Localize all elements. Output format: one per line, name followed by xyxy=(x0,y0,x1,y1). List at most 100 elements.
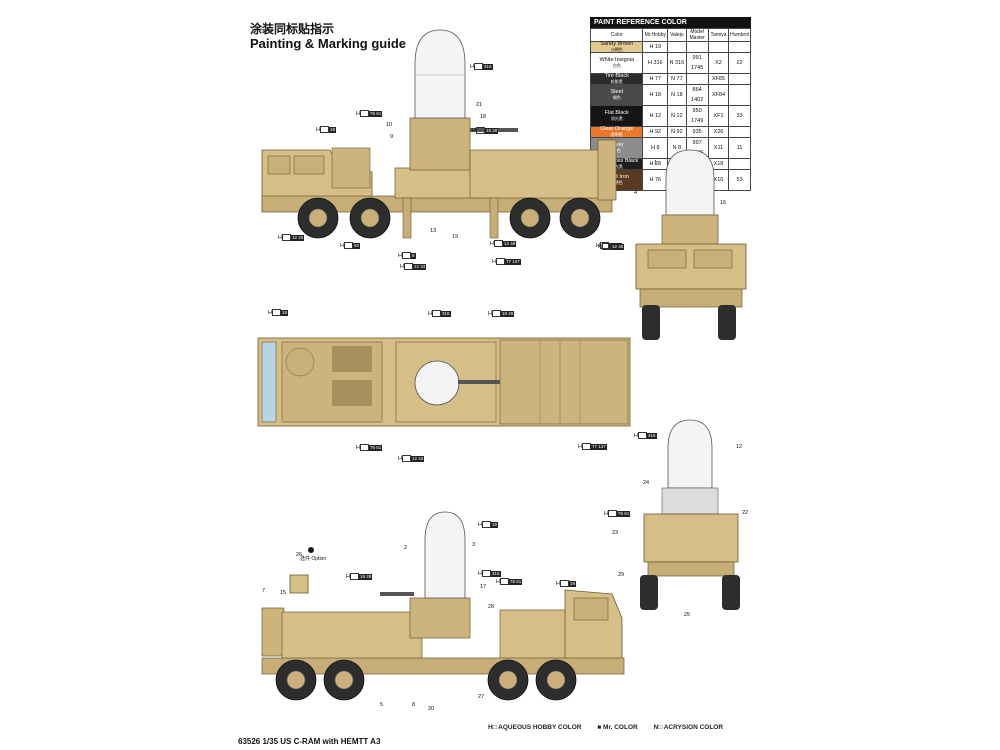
callout-code: 77 137 xyxy=(504,258,521,265)
part-number-label: 10 xyxy=(386,122,393,128)
part-number-label: 29 xyxy=(618,572,625,578)
paint-name-cn: 沙褐色 xyxy=(610,47,623,52)
paint-name-cn: 透明橙 xyxy=(610,132,623,137)
callout-prefix: H xyxy=(488,310,492,317)
callout-box xyxy=(359,444,369,451)
callout-box xyxy=(481,570,491,577)
callout-code: 18 28 xyxy=(358,573,373,580)
callout-prefix: H xyxy=(268,309,272,316)
top-view xyxy=(257,337,631,427)
callout-code: 12 33 xyxy=(412,263,427,270)
callout-prefix: H xyxy=(340,242,344,249)
part-number-label: 9 xyxy=(390,134,394,140)
paint-name-en: Burnt Iron xyxy=(604,174,629,180)
callout-prefix: H xyxy=(496,578,500,585)
callout-prefix: H xyxy=(400,263,404,270)
legend-acrysion: N□ ACRYSION COLOR xyxy=(653,724,724,731)
callout-box xyxy=(473,63,483,70)
callout-code: 77 137 xyxy=(590,443,607,450)
callout-code: 76 61 xyxy=(508,578,523,585)
part-number-label: 18 xyxy=(480,114,487,120)
rear-view xyxy=(640,419,740,610)
part-number-label: 15 xyxy=(280,590,287,596)
paint-reference-heading: PAINT REFERENCE COLOR xyxy=(590,17,751,28)
paint-callout: H 18 28 xyxy=(488,310,515,317)
part-number-label: 1 xyxy=(654,160,658,166)
callout-box xyxy=(281,234,291,241)
callout-prefix: H xyxy=(470,63,474,70)
callout-box xyxy=(607,510,617,517)
callout-box xyxy=(493,240,503,247)
legend-aqueous: H□ AQUEOUS HOBBY COLOR xyxy=(488,724,582,731)
paint-name-cn: 消光黑 xyxy=(610,116,623,121)
part-number-label: 2 xyxy=(404,545,408,551)
callout-prefix: H xyxy=(578,443,582,450)
callout-box xyxy=(401,455,411,462)
part-number-label: 19 xyxy=(452,234,459,240)
callout-box xyxy=(349,573,359,580)
callout-code: 19 xyxy=(280,309,288,316)
paint-code-tamiya: XF84 xyxy=(707,84,730,106)
callout-prefix: H xyxy=(490,240,494,247)
part-number-label: 27 xyxy=(478,694,485,700)
side-view-left xyxy=(261,511,625,701)
callout-code: 12 33 xyxy=(290,234,305,241)
paint-callout: H 77 137 xyxy=(578,443,607,450)
callout-code: 12 33 xyxy=(410,455,425,462)
part-number-label: 25 xyxy=(684,612,691,618)
callout-prefix: H xyxy=(428,310,432,317)
paint-name-cn: 白色 xyxy=(612,63,621,68)
color-legend: H□ AQUEOUS HOBBY COLOR ■ Mr. COLOR N□ AC… xyxy=(488,724,737,731)
callout-box xyxy=(637,432,647,439)
callout-prefix: H xyxy=(634,432,638,439)
callout-prefix: H xyxy=(556,580,560,587)
callout-prefix: H xyxy=(398,252,402,259)
paint-callout: H 12 45 xyxy=(598,243,625,250)
callout-prefix: H xyxy=(478,570,482,577)
page-title: Painting & Marking guide xyxy=(250,36,407,51)
paint-name-en: Silver xyxy=(609,142,624,148)
paint-code-valejo: N 92 xyxy=(667,126,687,138)
part-number-label: 23 xyxy=(612,530,619,536)
part-number-label: 17 xyxy=(480,584,487,590)
callout-prefix: H xyxy=(316,126,320,133)
callout-box xyxy=(495,258,505,265)
part-number-label: 5 xyxy=(380,702,384,708)
part-number-label: 24 xyxy=(643,480,650,486)
footer-product-code: 63526 1/35 US C-RAM with HEMTT A3 xyxy=(238,737,381,746)
callout-box xyxy=(401,252,411,259)
callout-prefix: H xyxy=(356,110,360,117)
paint-name-cn: 铁锈色 xyxy=(610,180,623,185)
callout-box xyxy=(359,110,369,117)
callout-code: 12 45 xyxy=(610,243,625,250)
callout-code: 92 xyxy=(352,242,360,249)
paint-callout: H 92 xyxy=(340,242,360,249)
callout-box xyxy=(491,310,501,317)
part-number-label: 3 xyxy=(472,542,476,548)
callout-code: 18 28 xyxy=(500,310,515,317)
callout-box xyxy=(499,578,509,585)
callout-prefix: H xyxy=(356,444,360,451)
callout-prefix: H xyxy=(398,455,402,462)
paint-callout: H 12 33 xyxy=(400,263,427,270)
callout-prefix: H xyxy=(478,521,482,528)
part-number-label: 7 xyxy=(262,588,266,594)
callout-prefix: H xyxy=(598,243,602,250)
callout-code: 76 61 xyxy=(616,510,631,517)
paint-name-en: White Insignia xyxy=(599,57,634,63)
paint-callout: H 76 61 xyxy=(496,578,523,585)
